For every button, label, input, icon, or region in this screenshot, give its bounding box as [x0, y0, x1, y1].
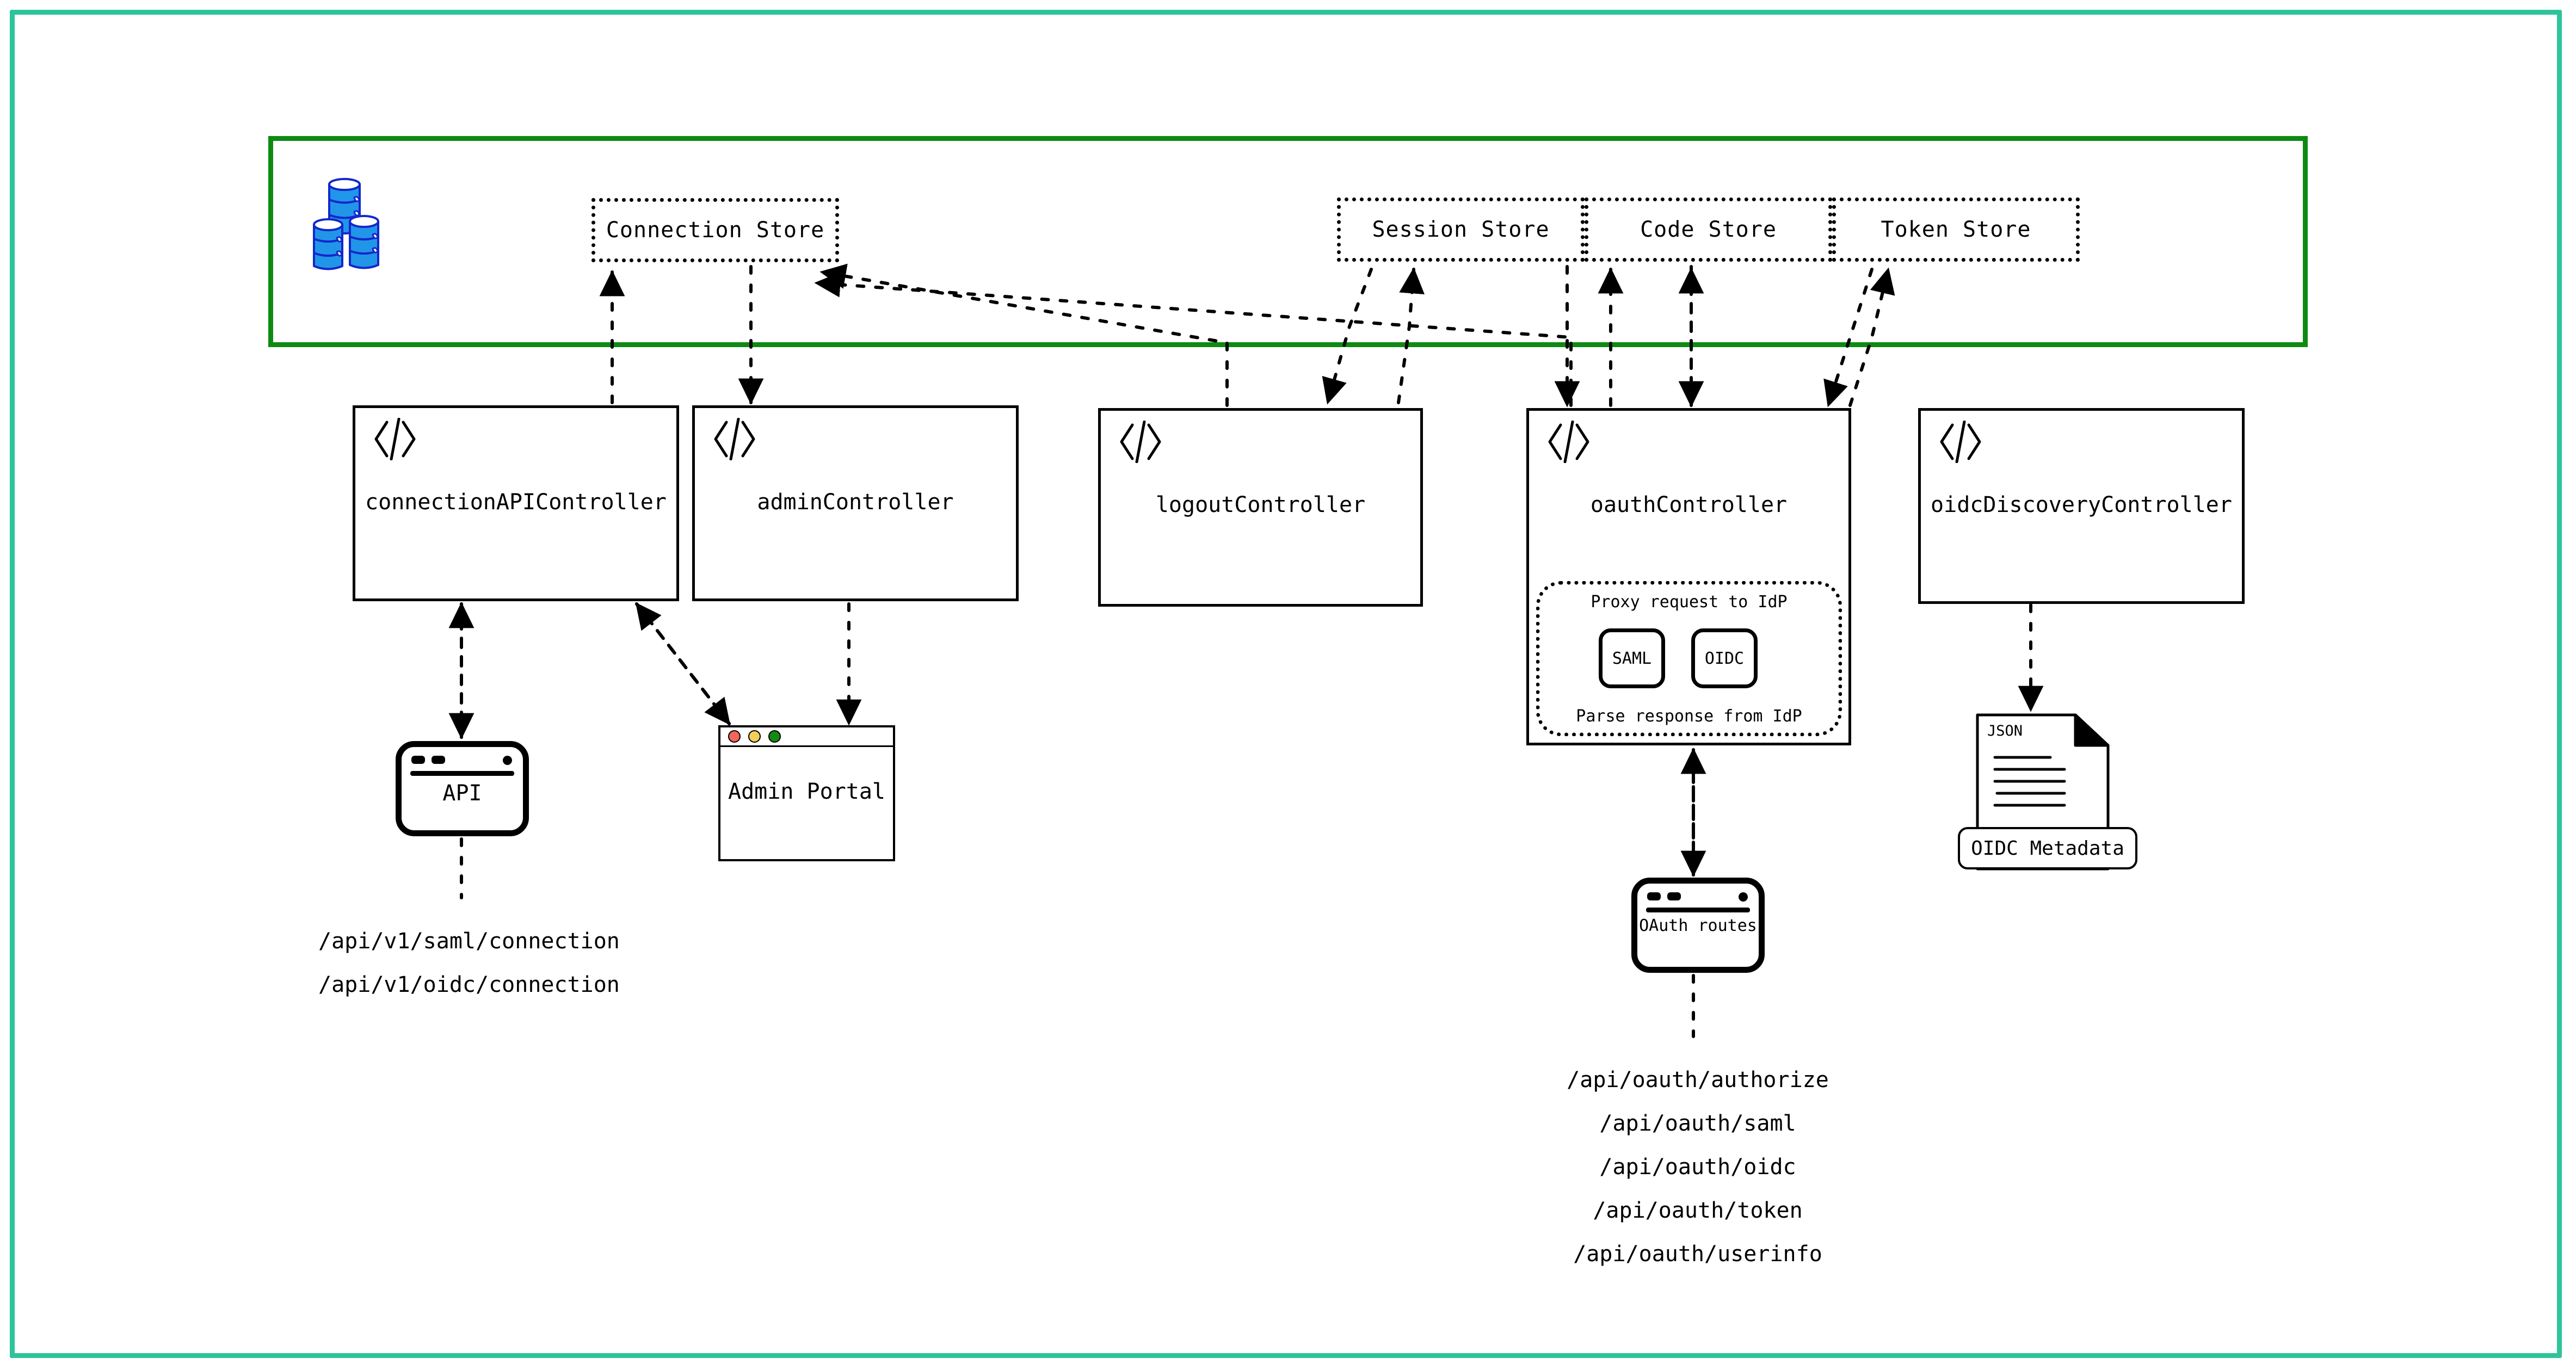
browser-urlbar [410, 771, 514, 776]
protocol-pill-saml[interactable]: SAML [1599, 628, 1665, 688]
protocol-pill-oidc[interactable]: OIDC [1691, 628, 1758, 688]
path-line: /api/v1/oidc/connection [318, 972, 620, 997]
window-titlebar [720, 727, 893, 747]
path-line: /api/oauth/saml [1599, 1111, 1796, 1136]
controller-logout[interactable]: logoutController [1098, 408, 1423, 607]
controller-label-oidc-discovery: oidcDiscoveryController [1931, 492, 2232, 517]
code-brackets-icon [1548, 421, 1589, 463]
store-box-connection[interactable]: Connection Store [591, 198, 839, 262]
idp-group-bottom-label: Parse response from IdP [1576, 707, 1802, 726]
api-client-icon[interactable]: API [396, 741, 529, 836]
outer-frame [10, 10, 2562, 1358]
browser-dots [411, 756, 445, 764]
oauth-routes-label: OAuth routes [1639, 916, 1757, 935]
code-brackets-icon [1120, 421, 1161, 463]
api-client-label: API [442, 781, 482, 806]
store-box-session[interactable]: Session Store [1337, 198, 1585, 262]
controller-label-logout: logoutController [1155, 492, 1366, 517]
store-label-token: Token Store [1881, 217, 2031, 242]
database-stack-icon [313, 178, 379, 270]
store-label-code: Code Store [1640, 217, 1777, 242]
code-brackets-icon [374, 418, 416, 460]
idp-group-top-label: Proxy request to IdP [1591, 593, 1788, 612]
code-brackets-icon [1940, 421, 1981, 463]
controller-label-admin: adminController [757, 490, 954, 515]
traffic-light-yellow [748, 730, 761, 743]
svg-text:JSON: JSON [1987, 723, 2023, 739]
connection-api-paths: /api/v1/saml/connection /api/v1/oidc/con… [318, 919, 620, 1007]
traffic-light-green [768, 730, 781, 743]
controller-oidc-discovery[interactable]: oidcDiscoveryController [1918, 408, 2245, 604]
oauth-routes-icon[interactable]: OAuth routes [1631, 878, 1765, 973]
path-line: /api/v1/saml/connection [318, 929, 620, 954]
oidc-metadata-label: OIDC Metadata [1971, 837, 2124, 860]
browser-urlbar [1646, 908, 1750, 912]
admin-portal-label: Admin Portal [728, 779, 885, 804]
browser-dot-right [1739, 892, 1748, 902]
protocol-label-saml: SAML [1612, 649, 1652, 668]
traffic-light-red [728, 730, 741, 743]
controller-connection-api[interactable]: connectionAPIController [353, 405, 679, 601]
protocol-label-oidc: OIDC [1704, 649, 1745, 668]
oidc-metadata-pill: OIDC Metadata [1958, 827, 2137, 869]
store-box-code[interactable]: Code Store [1585, 198, 1832, 262]
path-line: /api/oauth/userinfo [1573, 1242, 1822, 1267]
store-label-session: Session Store [1372, 217, 1550, 242]
controller-label-connection-api: connectionAPIController [365, 490, 667, 515]
controller-admin[interactable]: adminController [692, 405, 1019, 601]
path-line: /api/oauth/token [1593, 1198, 1803, 1223]
controller-label-oauth: oauthController [1590, 492, 1788, 517]
code-brackets-icon [714, 418, 755, 460]
idp-proxy-group: Proxy request to IdP SAML OIDC Parse res… [1536, 581, 1842, 736]
oauth-paths: /api/oauth/authorize /api/oauth/saml /ap… [1524, 1058, 1872, 1276]
path-line: /api/oauth/authorize [1567, 1067, 1829, 1093]
path-line: /api/oauth/oidc [1599, 1155, 1796, 1180]
store-label-connection: Connection Store [606, 218, 825, 243]
browser-dots [1647, 892, 1681, 900]
browser-dot-right [503, 756, 512, 765]
store-box-token[interactable]: Token Store [1832, 198, 2080, 262]
admin-portal-window[interactable]: Admin Portal [718, 725, 895, 861]
